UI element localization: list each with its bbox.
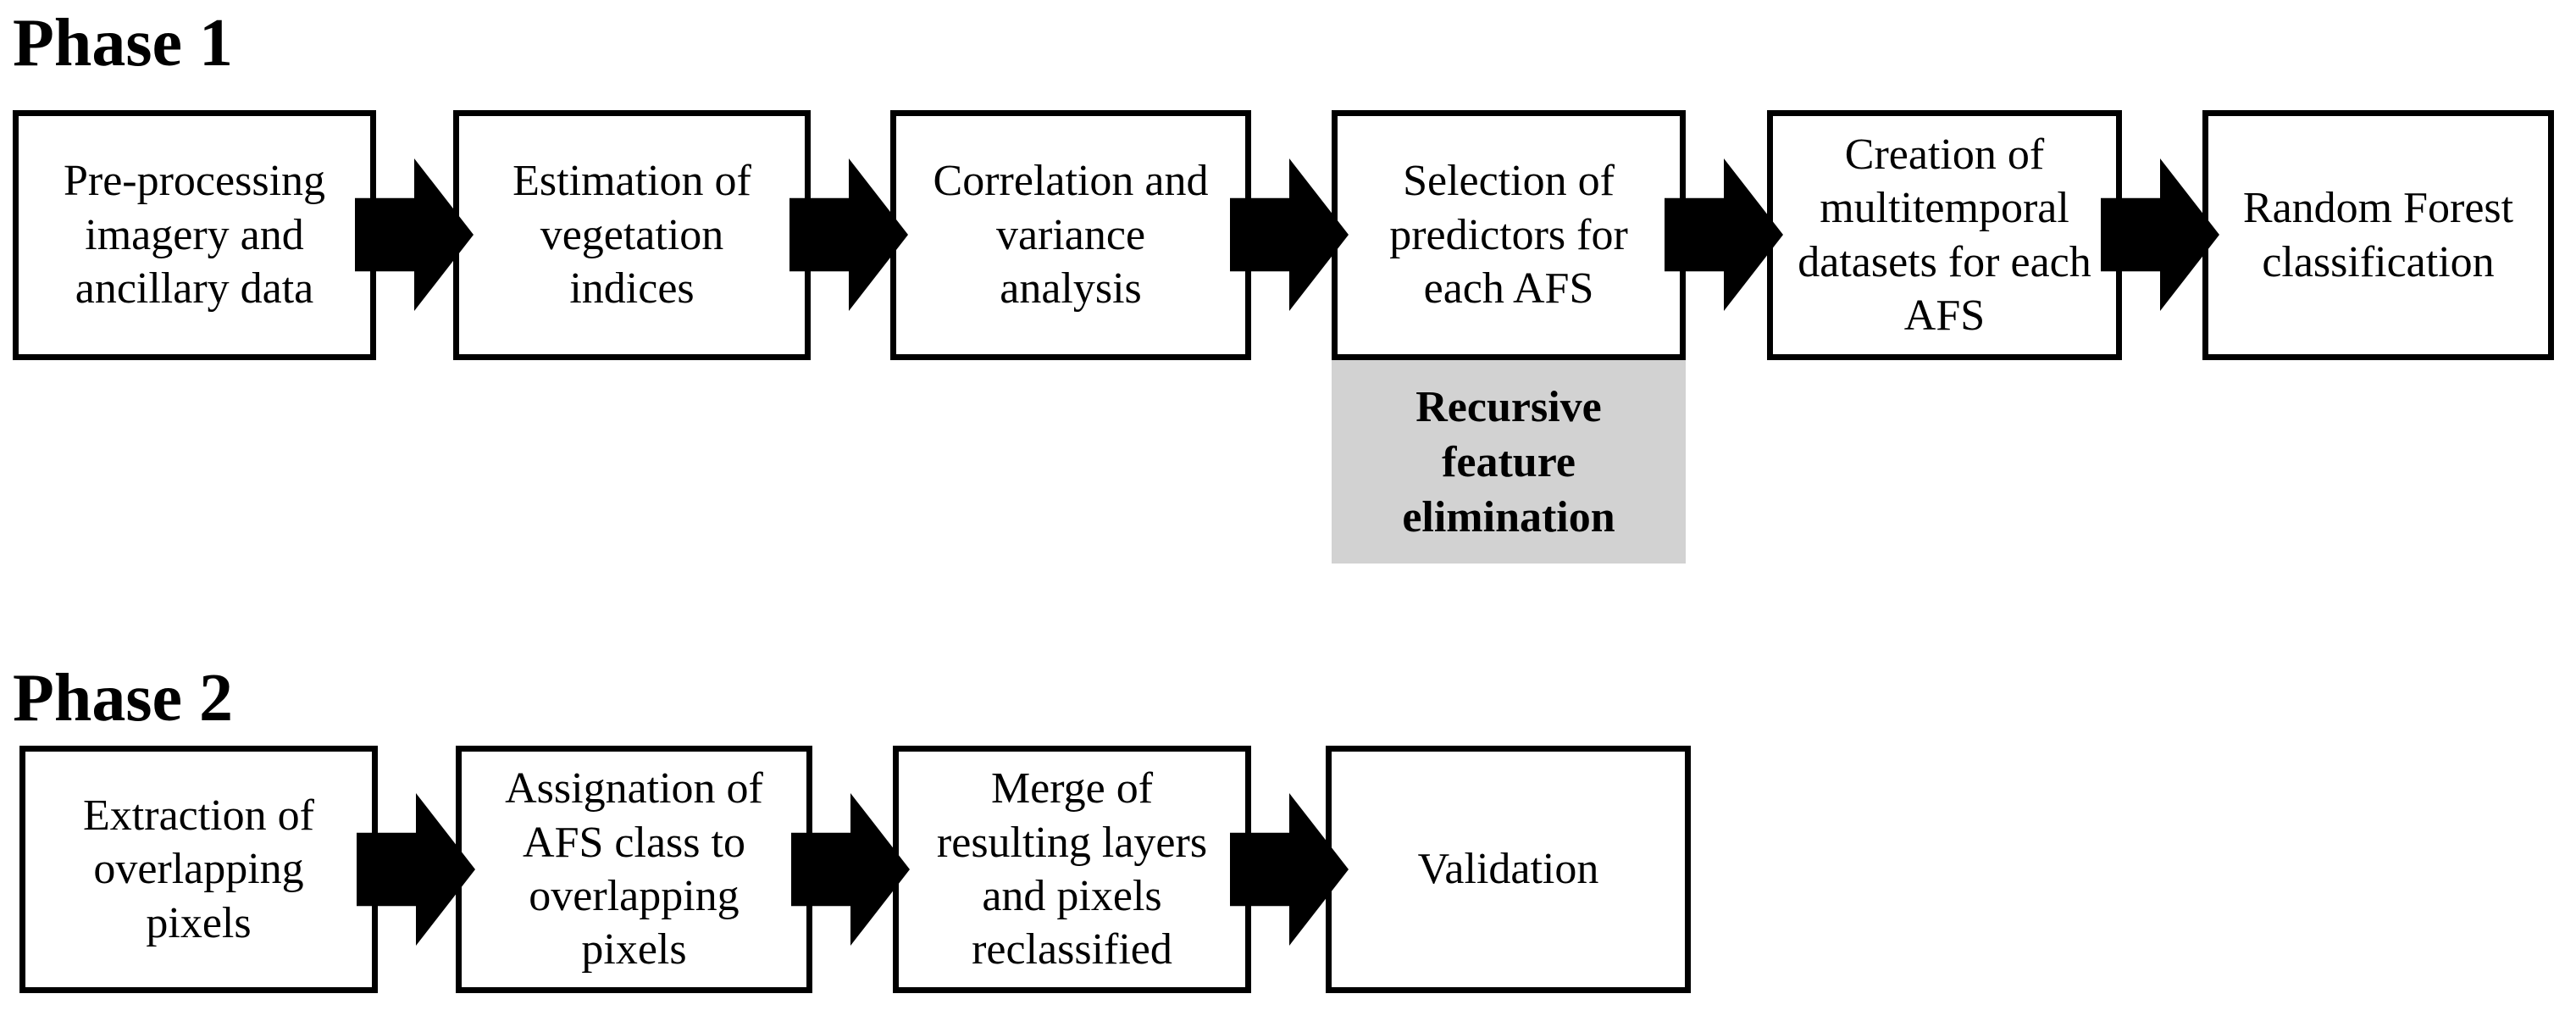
validation-box: Validation [1326,746,1691,993]
phase2-title: Phase 2 [13,661,233,736]
phase1-title: Phase 1 [13,6,233,81]
overlapping-pixels-extraction-box: Extraction of overlapping pixels [19,746,378,993]
correlation-variance-box: Correlation and variance analysis [890,110,1251,360]
predictor-selection-box: Selection of predictors for each AFS [1332,110,1686,360]
vegetation-indices-box: Estimation of vegetation indices [453,110,811,360]
recursive-feature-elimination-note: Recursive feature elimination [1332,360,1686,564]
merge-layers-box: Merge of resulting layers and pixels rec… [893,746,1251,993]
preprocessing-box: Pre-processing imagery and ancillary dat… [13,110,376,360]
multitemporal-datasets-box: Creation of multitemporal datasets for e… [1767,110,2122,360]
afs-class-assignation-box: Assignation of AFS class to overlapping … [456,746,812,993]
random-forest-box: Random Forest classification [2202,110,2554,360]
